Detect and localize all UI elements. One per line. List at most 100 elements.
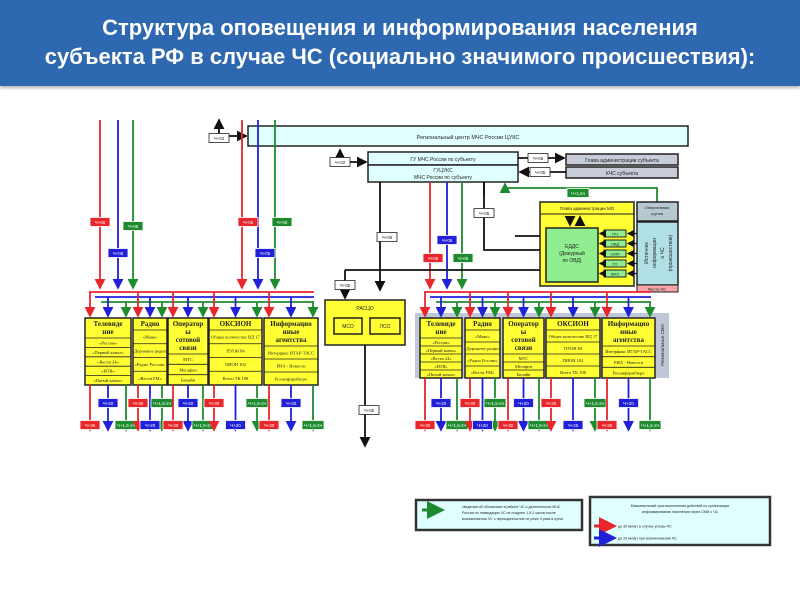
left-media-2-tag-green-label: Ч+1,5-2ч [194, 423, 213, 428]
right-media-3-tag-green [583, 398, 607, 408]
right-media-2-tag-red [497, 420, 519, 430]
left-media-2-title-3: связи [179, 344, 196, 352]
tag-left-green-2 [271, 217, 293, 227]
tag-ch02-gu [329, 157, 351, 167]
right-media-1-tag-blue [472, 420, 493, 430]
head-admin-mo-label: Глава администрации МО [560, 206, 615, 211]
edds-tag-label-2: СМП [610, 252, 619, 257]
right-media-1-title-0: Радио [473, 320, 492, 328]
left-media-4-title-2: агентства [275, 336, 307, 344]
incident-source-label-2: о ЧС [660, 247, 666, 259]
tag-left-blue-2 [254, 248, 276, 258]
incident-source-label-3: (происшествие) [668, 234, 674, 271]
left-media-3-item-1: ПУОН 84 [226, 348, 245, 353]
right-media-4-tag-green-label: Ч+1,5-2ч [641, 423, 660, 428]
right-media-3-item-3: Всего ТК 198 [560, 370, 587, 375]
tag-right-green [452, 253, 474, 263]
right-media-0-item-4: «Пятый канал» [427, 372, 455, 377]
edds-tag-label-1: ОВД [611, 242, 620, 247]
tag-ch05-head [527, 153, 549, 163]
left-media-2-tag-red [162, 420, 184, 430]
right-media-0-tag-blue-label: Ч+20 [436, 401, 447, 406]
right-media-0-tag-red [414, 420, 436, 430]
regional-center-label: Региональный центр МЧС России ЦУКС [417, 134, 520, 141]
left-media-4-tag-blue-label: Ч+20 [286, 401, 297, 406]
left-media-0-tag-blue-label: Ч+20 [103, 401, 114, 406]
left-media-2-item-0: МТС [183, 357, 193, 362]
operational-group-label-1: группа [651, 211, 664, 216]
right-media-0-box [419, 317, 463, 379]
right-media-3-title-0: ОКСИОН [557, 320, 589, 328]
left-media-1-title-0: Радио [141, 320, 160, 328]
edds-tag-label-0: ПЧ [612, 232, 618, 237]
left-media-3-item-3: Всего ТК 198 [223, 376, 250, 381]
left-media-1-item-3: «Вести FM» [138, 376, 162, 381]
tag-edds [473, 208, 495, 218]
tag-edds-label: Ч+05 [479, 211, 490, 216]
right-media-3-item-1: ПУОН 84 [564, 346, 583, 351]
incident-source-label-0: Источник [644, 242, 650, 264]
left-media-3-tag-blue-label: Ч+20 [230, 423, 241, 428]
legend-blue-text: до 20 минут при возникновении ЧС [618, 537, 677, 541]
right-media-0-tag-green-label: Ч+1,5-2ч [448, 423, 467, 428]
left-media-4-item-0: Интерфакс ИТАР-ТАСС [268, 350, 315, 355]
gu-mchs-label: ГУ МЧС России по субъекту [410, 157, 476, 163]
left-media-1-tag-blue [139, 420, 161, 430]
left-media-2-item-1: Мегафон [179, 367, 197, 372]
right-media-4-title-1: нные [620, 328, 637, 336]
mso-label: МСО [342, 324, 354, 330]
edds-label-2: по ОВД) [562, 258, 581, 264]
left-media-0-box [84, 317, 132, 386]
right-media-2-tag-green-label: Ч+1,5-2ч [530, 423, 549, 428]
left-media-1-tag-red [127, 398, 149, 408]
lso-label: ЛСО [380, 324, 391, 330]
tag-ch05-head-label: Ч+05 [533, 156, 544, 161]
tag-right-red [422, 253, 444, 263]
mso-box [333, 317, 363, 335]
left-media-2-title-2: сотовой [176, 336, 200, 344]
left-media-4-tag-green-label: Ч+1,5-2ч [304, 423, 323, 428]
title-line-1: Структура оповещения и информирования на… [102, 15, 698, 40]
left-media-2-box [167, 317, 209, 386]
edds-label-0: ЕДДС [565, 244, 579, 250]
right-media-3-tag-red-label: Ч+30 [546, 401, 557, 406]
left-media-0-tag-green-label: Ч+1,5-2ч [117, 423, 136, 428]
left-media-1-tag-red-label: Ч+30 [133, 401, 144, 406]
tag-left-green-2-label: Ч+05 [277, 220, 288, 225]
right-media-1-item-1: «Дорожное радио» [464, 346, 500, 351]
gutsuks-label-1: ГУЦУКС [433, 168, 453, 174]
right-media-4-item-1: РИА - Новости [614, 360, 644, 365]
tag-ch05-kchs [529, 167, 551, 177]
legend-green-text-0: сведения об обстановке в районе ЧС и дея… [462, 505, 561, 509]
operational-group-label-0: Оперативная [645, 205, 670, 210]
left-media-2-title-0: Оператор [173, 320, 204, 328]
right-media-1-tag-green-label: Ч+1,5-2ч [486, 401, 505, 406]
left-media-3-tag-green [245, 398, 269, 408]
edds-label-1: (Дежурный [559, 250, 585, 257]
tag-rastso-1 [376, 232, 398, 242]
right-media-2-tag-blue [513, 398, 534, 408]
left-media-4-tag-red-label: Ч+30 [264, 423, 275, 428]
left-media-3-item-2: ПИОН 102 [225, 362, 246, 367]
tag-ch15 [566, 188, 590, 198]
tag-right-blue-label: Ч+05 [442, 238, 453, 243]
right-media-1-item-2: «Радио России» [467, 358, 498, 363]
line-to-edds-1 [483, 182, 545, 251]
right-media-4-tag-red-label: Ч+30 [602, 423, 613, 428]
right-media-4-item-2: Росинформбюро [613, 370, 646, 375]
left-media-2-tag-blue-label: Ч+20 [183, 401, 194, 406]
left-media-2-item-2: Билайн [181, 378, 196, 383]
right-media-0-item-3: «НТВ» [434, 364, 447, 369]
tag-left-green-1-label: Ч+05 [128, 224, 139, 229]
right-media-2-title-1: ы [521, 328, 527, 336]
left-media-2-tag-red-label: Ч+30 [168, 423, 179, 428]
tag-ch05-kchs-label: Ч+05 [535, 170, 546, 175]
left-media-0-item-4: «Пятый канал» [93, 378, 122, 383]
right-media-4-title-2: агентства [613, 336, 645, 344]
tag-ch15-label: Ч+1,5ч [571, 191, 586, 196]
lso-box [369, 317, 401, 335]
right-media-2-tag-red-label: Ч+30 [503, 423, 514, 428]
right-media-2-tag-blue-label: Ч+20 [518, 401, 529, 406]
tag-left-green-1 [122, 221, 144, 231]
left-media-0-item-1: «Первый канал» [92, 350, 124, 355]
